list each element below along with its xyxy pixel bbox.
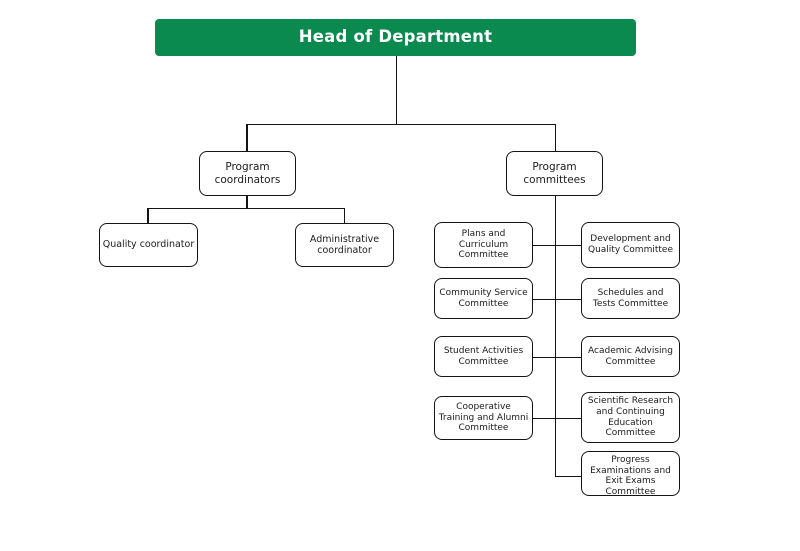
node-label: Program committees [523, 161, 586, 186]
node-label: Program coordinators [214, 161, 281, 186]
node-label: Development and Quality Committee [588, 234, 673, 255]
connector-spur-right-5 [554, 475, 583, 478]
node-label: Quality coordinator [102, 239, 195, 251]
node-label: Cooperative Training and Alumni Committe… [438, 402, 529, 434]
node-cooperative-training-and-alumni-committee[interactable]: Cooperative Training and Alumni Committe… [434, 396, 533, 440]
connector-drop-committees [554, 123, 557, 152]
node-community-service-committee[interactable]: Community Service Committee [434, 278, 533, 319]
node-development-and-quality-committee[interactable]: Development and Quality Committee [581, 222, 680, 268]
connector-spur-right-1 [554, 244, 583, 247]
connector-spur-right-4 [554, 417, 583, 420]
node-label: Plans and Curriculum Committee [458, 229, 509, 261]
node-head-of-department[interactable]: Head of Department [155, 19, 636, 56]
node-academic-advising-committee[interactable]: Academic Advising Committee [581, 336, 680, 377]
connector-committees-trunk [554, 196, 557, 477]
node-label: Academic Advising Committee [588, 345, 673, 367]
connector-spur-left-4 [532, 417, 556, 420]
connector-drop-quality-coordinator [147, 207, 149, 224]
node-label: Head of Department [298, 27, 493, 47]
node-label: Community Service Committee [439, 287, 528, 309]
connector-coordinators-bar [147, 207, 345, 210]
connector-drop-coordinators [246, 123, 248, 152]
node-program-coordinators[interactable]: Program coordinators [199, 151, 296, 196]
node-scientific-research-and-continuing-education-committee[interactable]: Scientific Research and Continuing Educa… [581, 392, 680, 443]
connector-root-drop [395, 56, 398, 124]
connector-spur-right-2 [554, 298, 583, 301]
connector-spur-left-2 [532, 298, 556, 301]
connector-spur-right-3 [554, 356, 583, 359]
node-program-committees[interactable]: Program committees [506, 151, 603, 196]
node-administrative-coordinator[interactable]: Administrative coordinator [295, 223, 394, 267]
connector-drop-administrative-coordinator [343, 207, 346, 224]
node-plans-and-curriculum-committee[interactable]: Plans and Curriculum Committee [434, 222, 533, 268]
node-progress-examinations-and-exit-exams-committee[interactable]: Progress Examinations and Exit Exams Com… [581, 451, 680, 497]
node-label: Progress Examinations and Exit Exams Com… [590, 455, 671, 497]
node-schedules-and-tests-committee[interactable]: Schedules and Tests Committee [581, 278, 680, 319]
connector-root-bar [246, 123, 556, 126]
node-label: Scientific Research and Continuing Educa… [587, 396, 674, 439]
connector-spur-left-1 [532, 244, 556, 247]
node-quality-coordinator[interactable]: Quality coordinator [99, 223, 198, 267]
node-label: Administrative coordinator [309, 233, 380, 256]
node-student-activities-committee[interactable]: Student Activities Committee [434, 336, 533, 377]
connector-spur-left-3 [532, 356, 556, 359]
node-label: Schedules and Tests Committee [592, 287, 669, 309]
connector-coordinators-stem [246, 196, 248, 209]
node-label: Student Activities Committee [443, 345, 524, 367]
